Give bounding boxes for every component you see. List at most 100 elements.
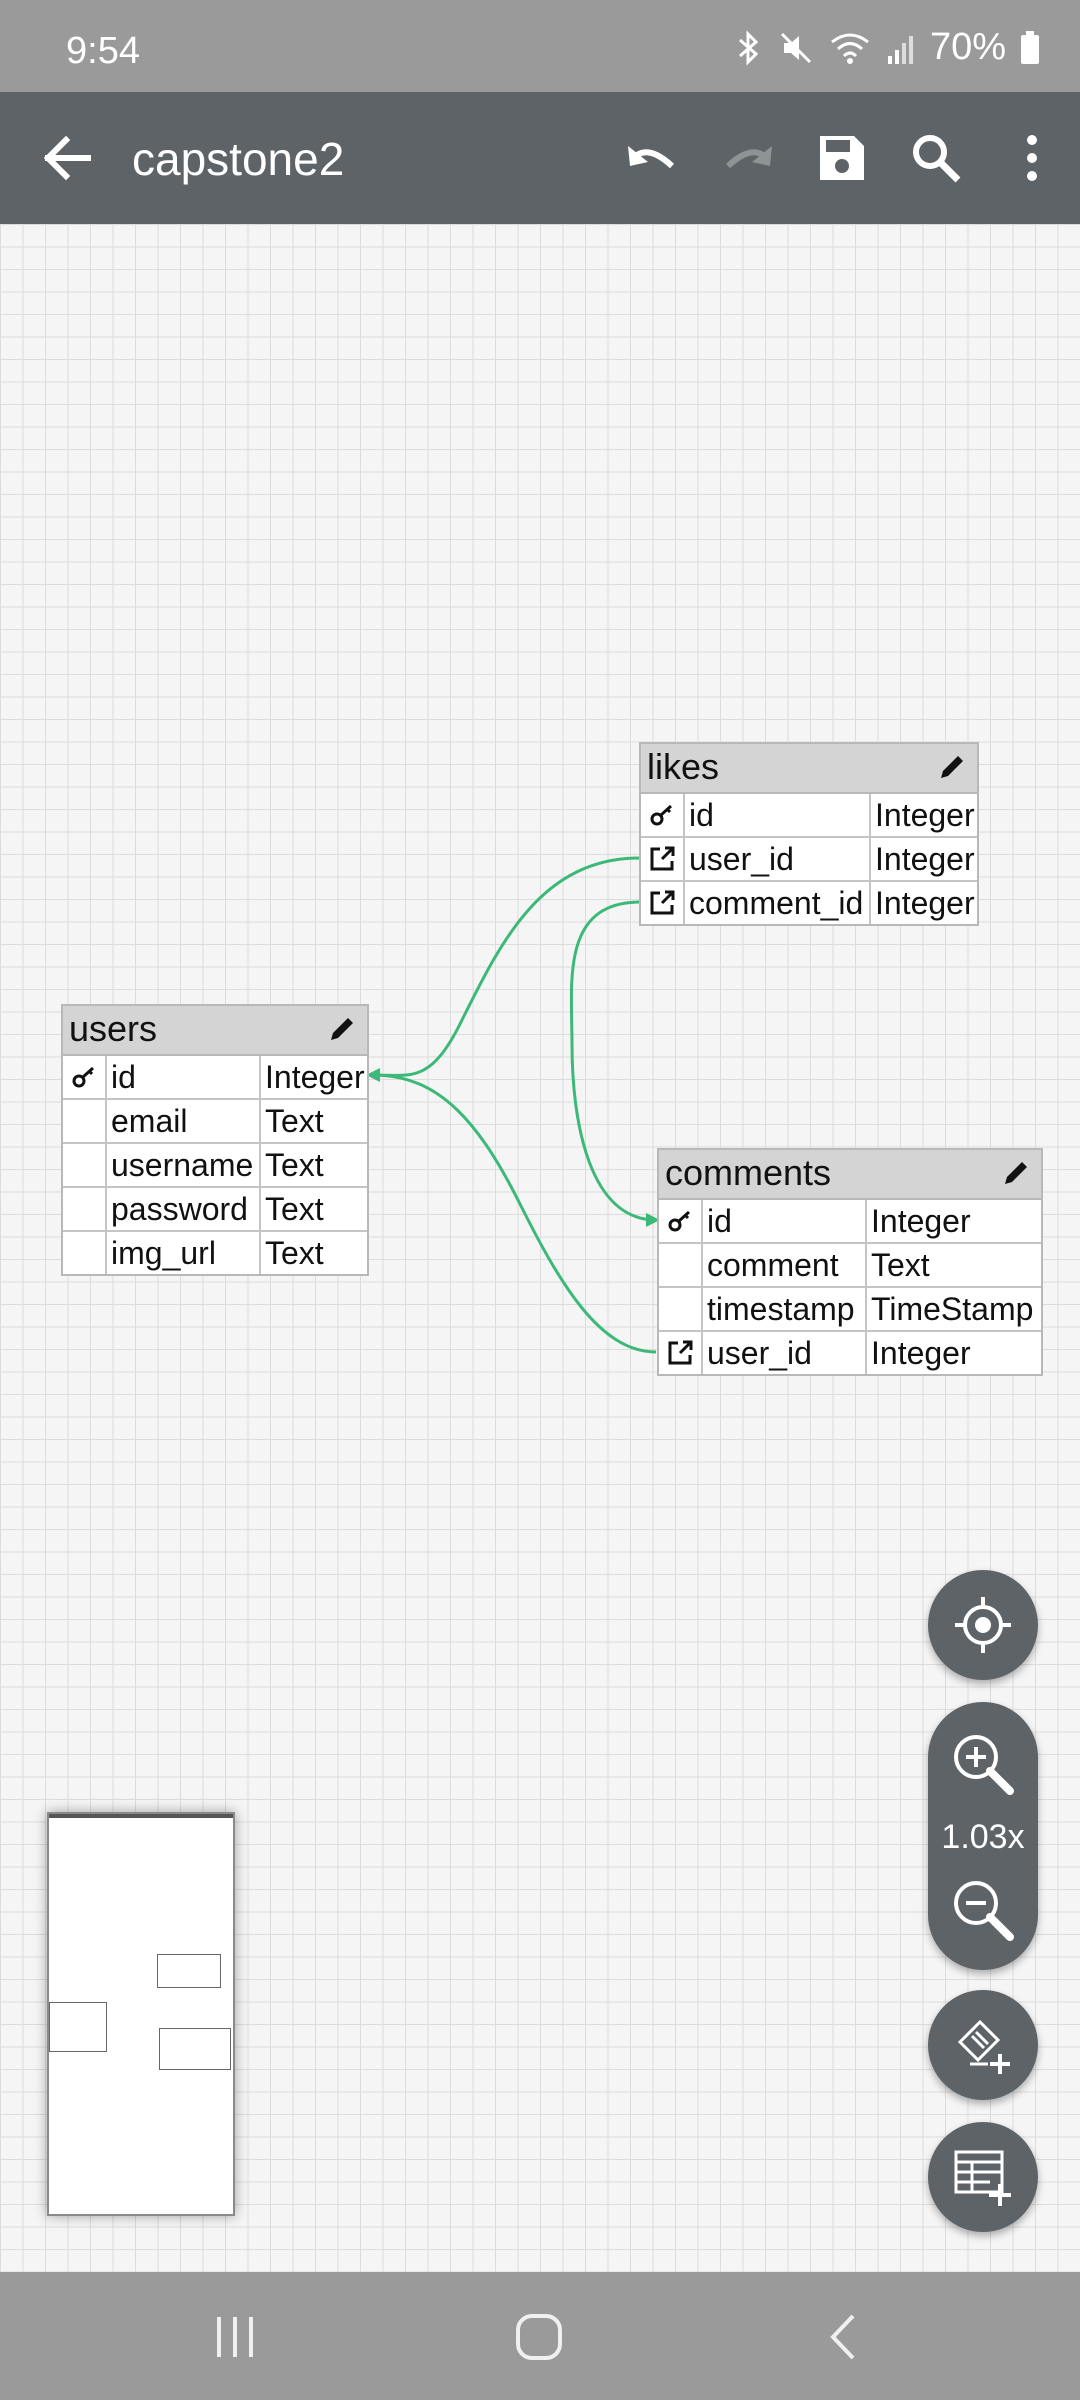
save-button[interactable] (808, 124, 876, 192)
column-type: Integer (875, 885, 975, 921)
column-name: user_id (685, 838, 871, 880)
pencil-icon[interactable] (327, 1014, 357, 1044)
wifi-icon (831, 33, 869, 64)
home-button[interactable] (504, 2302, 574, 2372)
table-row[interactable]: user_id Integer (659, 1332, 1041, 1374)
locate-button[interactable] (928, 1570, 1038, 1680)
minimap-table-users (49, 2002, 107, 2052)
zoom-control: 1.03x (928, 1702, 1038, 1970)
arrow-left-icon (43, 135, 91, 181)
add-table-button[interactable] (928, 2122, 1038, 2232)
table-row[interactable]: password Text (63, 1188, 367, 1232)
search-icon (913, 135, 961, 183)
pencil-icon[interactable] (937, 752, 967, 782)
table-likes[interactable]: likes id Integer user_id Integer comment… (639, 742, 979, 926)
column-type: Text (265, 1147, 324, 1183)
empty-icon-cell (63, 1144, 107, 1186)
battery-icon (1021, 30, 1039, 64)
recent-apps-button[interactable] (200, 2302, 270, 2372)
column-name: id (107, 1056, 261, 1098)
table-row[interactable]: id Integer (63, 1056, 367, 1100)
undo-icon (628, 146, 675, 169)
table-row[interactable]: timestamp TimeStamp (659, 1288, 1041, 1332)
column-type: Text (871, 1247, 930, 1283)
add-note-button[interactable] (928, 1990, 1038, 2100)
table-row[interactable]: comment Text (659, 1244, 1041, 1288)
foreign-key-icon (659, 1332, 703, 1374)
table-name: likes (647, 746, 720, 787)
table-comments[interactable]: comments id Integer comment Text timesta… (657, 1148, 1043, 1376)
key-icon (659, 1200, 703, 1242)
column-name: user_id (703, 1332, 867, 1374)
column-name: email (107, 1100, 261, 1142)
zoom-level: 1.03x (941, 1818, 1025, 1856)
signal-icon (887, 35, 913, 64)
table-row[interactable]: username Text (63, 1144, 367, 1188)
zoom-out-button[interactable] (943, 1870, 1023, 1950)
zoom-out-icon (954, 1881, 1014, 1941)
more-button[interactable] (998, 124, 1066, 192)
table-name: users (69, 1008, 158, 1049)
mute-icon (780, 32, 811, 63)
column-name: id (685, 794, 871, 836)
column-type: Text (265, 1191, 324, 1227)
relation-comments-user_id-to-users-id (373, 1073, 657, 1354)
minimap-viewport-edge (49, 1814, 233, 1818)
column-name: timestamp (703, 1288, 867, 1330)
search-button[interactable] (902, 124, 970, 192)
page-title: capstone2 (132, 133, 345, 185)
table-header: comments (659, 1150, 1041, 1200)
table-row[interactable]: img_url Text (63, 1232, 367, 1274)
home-icon (516, 2314, 562, 2360)
zoom-in-icon (954, 1735, 1014, 1795)
column-name: comment (703, 1244, 867, 1286)
foreign-key-icon (641, 838, 685, 880)
empty-icon-cell (659, 1244, 703, 1286)
table-row[interactable]: id Integer (641, 794, 977, 838)
redo-button[interactable] (714, 124, 782, 192)
column-type: Text (265, 1235, 324, 1271)
table-row[interactable]: comment_id Integer (641, 882, 977, 924)
table-row[interactable]: email Text (63, 1100, 367, 1144)
minimap[interactable] (47, 1812, 235, 2216)
table-row[interactable]: id Integer (659, 1200, 1041, 1244)
minimap-table-comments (159, 2028, 231, 2070)
zoom-in-button[interactable] (943, 1724, 1023, 1804)
recent-apps-icon (217, 2317, 253, 2357)
table-row[interactable]: user_id Integer (641, 838, 977, 882)
relation-likes-user_id-to-users-id (373, 856, 641, 1077)
column-type: Text (265, 1103, 324, 1139)
empty-icon-cell (63, 1100, 107, 1142)
status-time: 9:54 (66, 30, 140, 72)
relation-likes-comment_id-to-comments-id (569, 900, 657, 1222)
more-vertical-icon (1027, 135, 1037, 181)
key-icon (641, 794, 685, 836)
redo-icon (725, 146, 772, 169)
relation-arrow-comments-id (646, 1213, 660, 1227)
bluetooth-icon (738, 29, 759, 66)
pencil-icon[interactable] (1001, 1158, 1031, 1188)
column-type: Integer (265, 1059, 365, 1095)
chevron-left-icon (830, 2314, 855, 2360)
locate-icon (955, 1597, 1011, 1653)
table-users[interactable]: users id Integer email Text username Tex… (61, 1004, 369, 1276)
status-icons: 70% (734, 26, 1040, 69)
column-name: id (703, 1200, 867, 1242)
table-header: likes (641, 744, 977, 794)
back-button[interactable] (32, 124, 100, 192)
minimap-table-likes (157, 1954, 221, 1988)
column-name: password (107, 1188, 261, 1230)
save-icon (820, 136, 864, 180)
column-type: Integer (871, 1203, 971, 1239)
foreign-key-icon (641, 882, 685, 924)
key-icon (63, 1056, 107, 1098)
column-type: Integer (875, 841, 975, 877)
undo-button[interactable] (618, 124, 686, 192)
system-nav-bar (0, 2272, 1080, 2400)
system-back-button[interactable] (808, 2302, 878, 2372)
app-bar: capstone2 (0, 92, 1080, 224)
empty-icon-cell (63, 1232, 107, 1274)
diagram-canvas[interactable]: likes id Integer user_id Integer comment… (0, 224, 1080, 2272)
table-header: users (63, 1006, 367, 1056)
column-name: username (107, 1144, 261, 1186)
